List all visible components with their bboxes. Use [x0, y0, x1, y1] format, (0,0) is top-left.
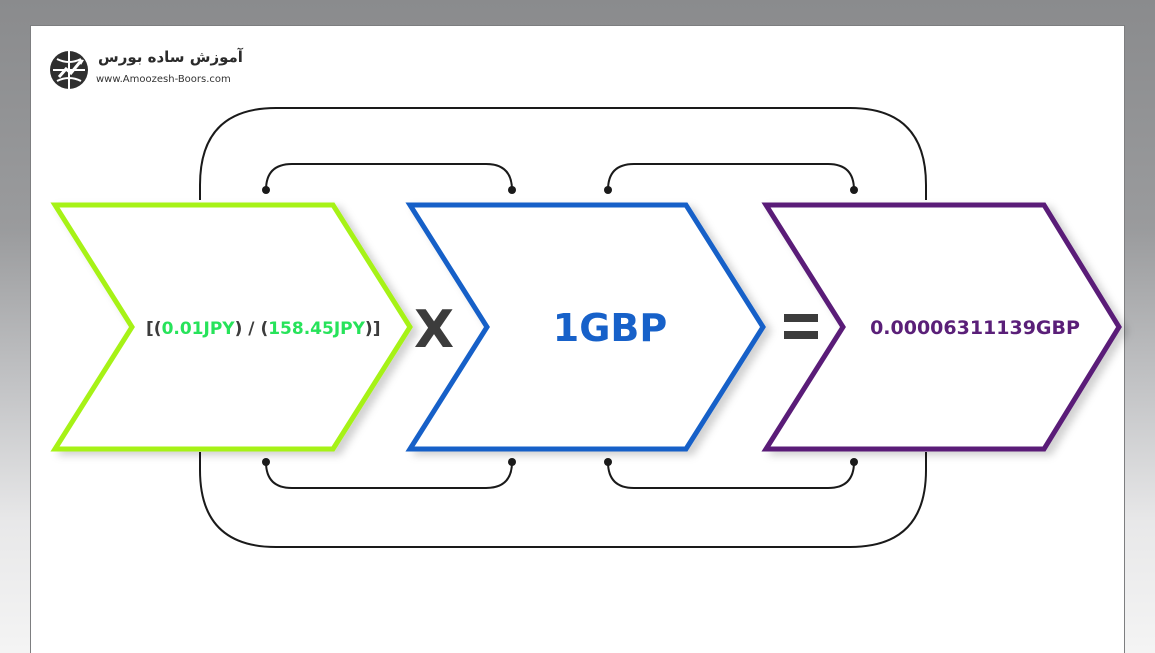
inner-connector-top-left — [265, 163, 513, 191]
connector-dot — [508, 186, 516, 194]
connector-dot — [604, 458, 612, 466]
purple-chevron — [761, 202, 1122, 452]
multiply-sign: X — [414, 300, 454, 360]
connector-dot — [850, 186, 858, 194]
connector-dot — [262, 458, 270, 466]
inner-connector-top-right — [607, 163, 855, 191]
numerator-value: 0.01JPY — [162, 319, 236, 339]
connector-dot — [262, 186, 270, 194]
green-chevron — [50, 202, 413, 452]
bracket-close: ] — [373, 319, 381, 339]
equals-bar-top — [784, 314, 818, 322]
logo-url: www.Amoozesh-Boors.com — [96, 74, 231, 85]
bracket-open: [ — [146, 319, 154, 339]
paren-close: ) — [365, 319, 373, 339]
outer-connector-bottom — [199, 452, 927, 548]
inner-connector-bottom-left — [265, 461, 513, 489]
paren-open: ( — [154, 319, 162, 339]
formula-text: [(0.01JPY) / (158.45JPY)] — [146, 319, 380, 339]
multiplier-value: 1GBP — [553, 306, 667, 350]
connector-dot — [604, 186, 612, 194]
result-value: 0.00006311139GBP — [870, 317, 1080, 339]
paren-open: ( — [260, 319, 268, 339]
paren-close: ) — [235, 319, 243, 339]
equals-sign: = — [801, 344, 802, 346]
connector-dot — [508, 458, 516, 466]
equals-bar-bottom — [784, 331, 818, 339]
denominator-value: 158.45JPY — [268, 319, 365, 339]
divide-sign: / — [242, 319, 260, 339]
outer-connector-top — [199, 107, 927, 200]
blue-chevron — [405, 202, 766, 452]
connector-dot — [850, 458, 858, 466]
inner-connector-bottom-right — [607, 461, 855, 489]
logo-title: آموزش ساده بورس — [98, 48, 243, 66]
globe-chart-icon — [50, 51, 88, 89]
